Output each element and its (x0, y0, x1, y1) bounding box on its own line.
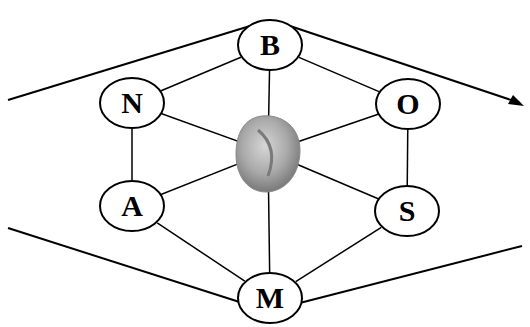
connector-line (299, 57, 379, 91)
connector-line (157, 223, 245, 281)
node-letter: B (260, 30, 280, 60)
node-letter: A (121, 191, 143, 221)
connector-line (407, 130, 409, 185)
stone-shading (258, 130, 272, 176)
node-letter: N (121, 88, 143, 118)
node-letter: M (256, 283, 284, 313)
connector-line (161, 57, 241, 91)
letter-ellipse: M (237, 272, 303, 324)
spoke-lines (132, 45, 408, 298)
connector-line (296, 227, 382, 281)
node-letter: O (396, 89, 419, 119)
letter-ellipse: B (237, 19, 303, 71)
letter-ellipse: S (374, 185, 440, 237)
connector-line (132, 129, 133, 180)
node-letter: S (399, 196, 416, 226)
letter-ellipse: A (99, 180, 165, 232)
letter-ellipse: O (375, 78, 441, 130)
arrow-head (508, 95, 524, 106)
stone-illustration (236, 116, 300, 192)
letter-ellipse: N (99, 77, 165, 129)
